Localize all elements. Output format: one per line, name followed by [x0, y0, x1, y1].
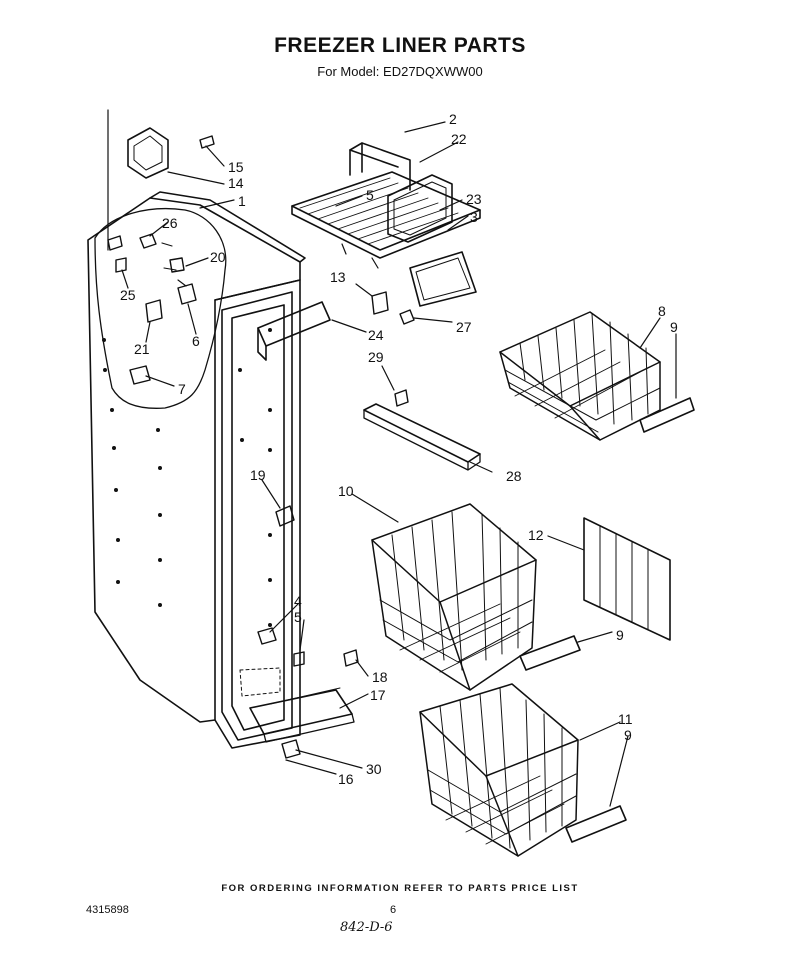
model-subtitle: For Model: ED27DQXWW00 [317, 64, 483, 79]
callout-2: 2 [449, 111, 457, 127]
leader-lines [121, 121, 677, 807]
basket-upper [499, 311, 661, 441]
document-number: 4315898 [86, 904, 129, 916]
callout-25: 25 [120, 287, 136, 303]
callout-23: 23 [466, 191, 482, 207]
bracket-part [127, 127, 169, 179]
ice-tray-shelf [291, 142, 481, 269]
handwritten-note: 842-D-6 [340, 920, 393, 935]
callout-4: 4 [294, 593, 302, 609]
callout-24: 24 [368, 327, 384, 343]
callout-13: 13 [330, 269, 346, 285]
callout-5: 5 [294, 609, 302, 625]
callout-29: 29 [368, 349, 384, 365]
callout-22: 22 [451, 131, 467, 147]
callout-17: 17 [370, 687, 386, 703]
callout-18: 18 [372, 669, 388, 685]
callout-30: 30 [366, 761, 382, 777]
callout-10: 10 [338, 483, 354, 499]
page-title: FREEZER LINER PARTS [274, 34, 526, 57]
callout-3: 3 [470, 209, 478, 225]
basket-divider [583, 517, 671, 641]
callout-labels: 1 2 3 4 5 5 6 7 8 9 9 9 10 11 12 13 14 1… [120, 111, 678, 787]
callout-8: 8 [658, 303, 666, 319]
basket-lower [419, 683, 579, 857]
callout-15: 15 [228, 159, 244, 175]
callout-28: 28 [506, 468, 522, 484]
callout-9-upper: 9 [670, 319, 678, 335]
callout-20: 20 [210, 249, 226, 265]
callout-1: 1 [238, 193, 246, 209]
callout-12: 12 [528, 527, 544, 543]
freezer-liner [87, 109, 306, 749]
callout-9-lower: 9 [624, 727, 632, 743]
ordering-footer: FOR ORDERING INFORMATION REFER TO PARTS … [221, 883, 579, 894]
shelf-panel [409, 251, 477, 307]
callout-7: 7 [178, 381, 186, 397]
callout-14: 14 [228, 175, 244, 191]
callout-16: 16 [338, 771, 354, 787]
page-number: 6 [390, 904, 397, 916]
callout-27: 27 [456, 319, 472, 335]
callout-9-middle: 9 [616, 627, 624, 643]
callout-21: 21 [134, 341, 150, 357]
callout-5-top: 5 [366, 187, 374, 203]
callout-26: 26 [162, 215, 178, 231]
shelf-rail [363, 403, 481, 463]
control-components [107, 233, 197, 385]
callout-6: 6 [192, 333, 200, 349]
callout-11: 11 [618, 711, 633, 727]
callout-19: 19 [250, 467, 266, 483]
basket-middle [371, 503, 537, 691]
